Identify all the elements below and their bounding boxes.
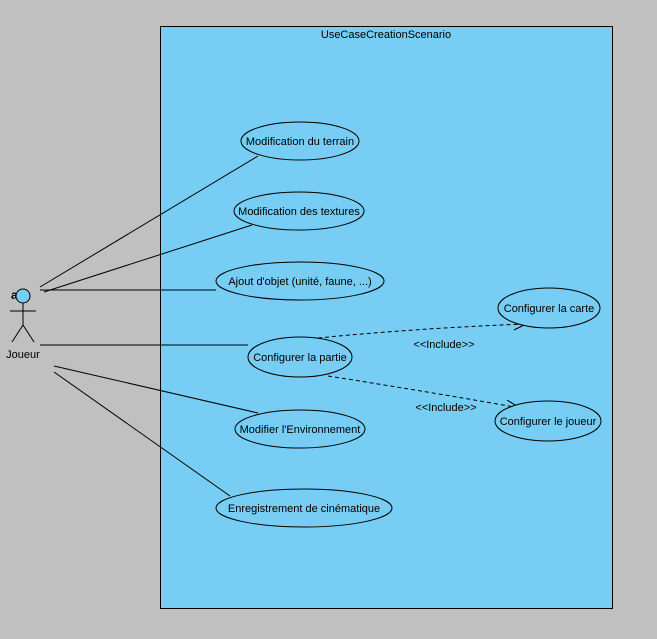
association-environnement[interactable] bbox=[53, 365, 259, 414]
use-case-partie-label: Configurer la partie bbox=[253, 352, 347, 364]
include-arrow-joueur[interactable] bbox=[327, 375, 521, 409]
association-textures[interactable] bbox=[43, 224, 253, 293]
use-case-carte-label: Configurer la carte bbox=[504, 303, 595, 315]
include-arrow-carte[interactable] bbox=[317, 323, 527, 339]
use-case-textures-shape bbox=[233, 191, 365, 231]
use-case-carte[interactable]: Configurer la carte bbox=[497, 287, 601, 329]
association-terrain[interactable] bbox=[39, 155, 259, 288]
use-case-environnement[interactable]: Modifier l'Environnement bbox=[234, 409, 366, 449]
include-label-carte: <<Include>> bbox=[413, 339, 474, 351]
use-case-environnement-shape bbox=[234, 409, 366, 449]
use-case-textures-label: Modification des textures bbox=[238, 206, 360, 218]
use-case-environnement-label: Modifier l'Environnement bbox=[240, 424, 361, 436]
actor-badge: a bbox=[11, 288, 18, 302]
use-case-terrain[interactable]: Modification du terrain bbox=[240, 121, 360, 161]
actor-joueur[interactable]: a Joueur bbox=[6, 288, 40, 361]
actor-name: Joueur bbox=[6, 349, 40, 361]
use-case-cinematique-label: Enregistrement de cinématique bbox=[228, 503, 380, 515]
use-case-carte-shape bbox=[497, 287, 601, 329]
actor-head bbox=[15, 288, 31, 304]
use-case-terrain-label: Modification du terrain bbox=[246, 136, 354, 148]
use-case-partie[interactable]: Configurer la partie bbox=[247, 336, 353, 378]
association-cinematique[interactable] bbox=[53, 371, 231, 497]
include-label-joueur: <<Include>> bbox=[415, 402, 476, 414]
use-case-joueur-label: Configurer le joueur bbox=[500, 416, 597, 428]
use-case-joueur[interactable]: Configurer le joueur bbox=[494, 400, 602, 442]
use-case-cinematique[interactable]: Enregistrement de cinématique bbox=[215, 488, 393, 528]
use-case-joueur-shape bbox=[494, 400, 602, 442]
use-case-partie-shape bbox=[247, 336, 353, 378]
stick-figure-icon bbox=[10, 288, 36, 343]
use-case-cinematique-shape bbox=[215, 488, 393, 528]
use-case-objet-shape bbox=[215, 261, 385, 301]
system-title: UseCaseCreationScenario bbox=[321, 29, 451, 41]
associations bbox=[39, 155, 259, 497]
use-case-textures[interactable]: Modification des textures bbox=[233, 191, 365, 231]
use-case-objet[interactable]: Ajout d'objet (unité, faune, ...) bbox=[215, 261, 385, 301]
use-case-objet-label: Ajout d'objet (unité, faune, ...) bbox=[228, 276, 371, 288]
use-case-terrain-shape bbox=[240, 121, 360, 161]
